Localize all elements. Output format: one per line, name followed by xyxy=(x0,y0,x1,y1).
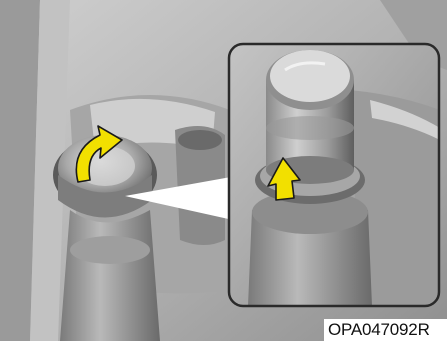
detail-inset xyxy=(229,44,440,306)
second-holder-rim xyxy=(178,130,222,150)
figure-code: OPA047092R xyxy=(324,319,447,341)
console-body xyxy=(60,210,160,341)
body-ridge xyxy=(70,236,150,264)
